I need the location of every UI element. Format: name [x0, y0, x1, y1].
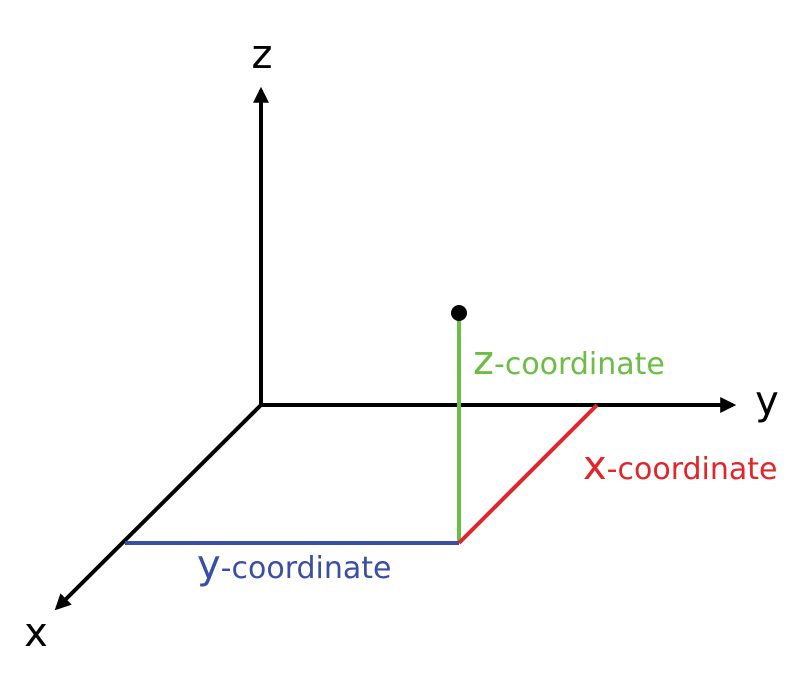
- point-marker: [451, 305, 467, 321]
- x-coordinate-label: x-coordinate: [583, 443, 778, 489]
- y-coordinate-letter: y: [197, 542, 221, 588]
- z-coordinate-suffix: -coordinate: [494, 347, 665, 382]
- y-coordinate-label: y-coordinate: [197, 542, 392, 588]
- x-axis-label: x: [24, 610, 48, 656]
- x-coordinate-letter: x: [583, 443, 607, 489]
- z-axis-label: z: [252, 32, 273, 78]
- z-coordinate-letter: z: [473, 338, 494, 384]
- z-coordinate-label: z-coordinate: [473, 338, 665, 384]
- x-coordinate-suffix: -coordinate: [607, 452, 778, 487]
- x-axis: [54, 403, 263, 611]
- x-coordinate-line: [457, 403, 599, 545]
- y-axis-label: y: [755, 378, 779, 424]
- y-coordinate-suffix: -coordinate: [221, 551, 392, 586]
